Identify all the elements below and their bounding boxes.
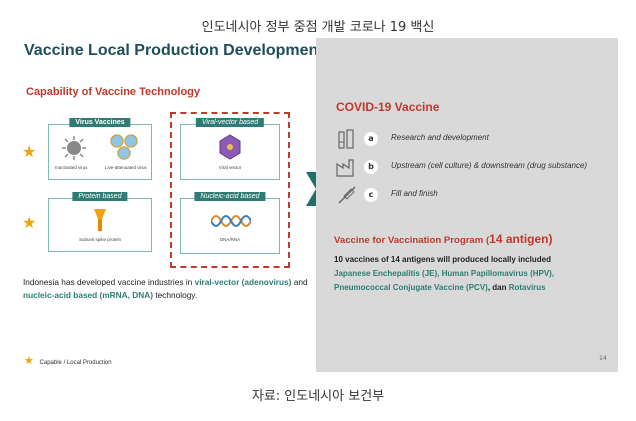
desc-highlight-viral: viral-vector (adenovirus) (194, 277, 292, 287)
step-text: Fill and finish (391, 189, 438, 198)
vvp-line1: 10 vaccines of 14 antigens will produced… (334, 255, 551, 264)
slide-right-panel: COVID-19 Vaccine a Research and developm… (316, 38, 618, 372)
star-icon: ★ (22, 213, 37, 232)
step-text: Research and development (391, 133, 489, 142)
step-letter: b (364, 160, 378, 174)
vaccination-program-body: 10 vaccines of 14 antigens will produced… (334, 253, 614, 295)
factory-icon (336, 159, 354, 177)
inactivated-virus-icon (62, 136, 86, 160)
viral-vector-box: Viral-vector based Viral vector (180, 118, 280, 180)
viral-vector-icon (219, 134, 241, 160)
step-text: Upstream (cell culture) & downstream (dr… (391, 161, 588, 170)
vvp-teal-line2: Pneumococcal Conjugate Vaccine (PCV) (334, 283, 488, 292)
virus-vaccines-label: Virus Vaccines (69, 118, 131, 127)
step-letter: c (364, 188, 378, 202)
caption-top: 인도네시아 정부 중점 개발 코로나 19 백신 (201, 20, 435, 35)
desc-part1: Indonesia has developed vaccine industri… (23, 277, 195, 287)
page-number: 14 (599, 355, 607, 362)
vvp-conjunction: , dan (487, 283, 509, 292)
viral-vector-sublabel: Viral vector (218, 165, 242, 170)
slide-left-panel: Vaccine Local Production Development Cap… (20, 38, 326, 372)
vvp-title-suffix: ) (548, 232, 553, 246)
caption-bottom: 자료: 인도네시아 보건부 (251, 389, 385, 404)
legend-text: Capable / Local Production (39, 360, 112, 366)
protein-based-label: Protein based (72, 192, 128, 201)
viral-vector-label: Viral-vector based (195, 118, 265, 127)
vvp-teal-rotavirus: Rotavirus (508, 283, 546, 292)
subunit-protein-label: Subunit spike protein (78, 237, 122, 242)
live-attenuated-virus-icon (110, 134, 138, 160)
desc-part2: and (291, 277, 308, 287)
nucleic-acid-label: Nucleic-acid based (194, 192, 266, 201)
live-attenuated-label: Live-attenuated virus (105, 165, 147, 170)
slide-image: Vaccine Local Production Development Cap… (20, 38, 618, 372)
syringe-icon (338, 186, 356, 204)
slide-title: Vaccine Local Production Development (24, 42, 324, 59)
covid-vaccine-title: COVID-19 Vaccine (336, 100, 440, 114)
capability-description: Indonesia has developed vaccine industri… (23, 276, 308, 302)
legend: ★ Capable / Local Production (24, 354, 112, 367)
star-icon: ★ (22, 142, 37, 161)
vvp-title-prefix: Vaccine for Vaccination Program ( (334, 235, 490, 246)
protein-based-box: Protein based Subunit spike protein (48, 192, 152, 252)
vvp-teal-line1: Japanese Enchepalitis (JE), Human Papill… (334, 269, 555, 278)
inactivated-virus-label: Inactivated virus (55, 165, 88, 170)
desc-part3: technology. (153, 290, 198, 300)
desc-highlight-nucleic: nucleic-acid based (mRNA, DNA) (23, 290, 154, 300)
virus-vaccines-box: Virus Vaccines Inactivated virus Live-at… (48, 118, 152, 180)
nucleic-acid-box: Nucleic-acid based DNA/RNA (180, 192, 280, 254)
dna-icon (211, 215, 251, 227)
step-letter: a (364, 132, 378, 146)
lab-flask-icon (338, 129, 354, 149)
local-production-highlight (170, 112, 290, 268)
dna-rna-label: DNA/RNA (219, 237, 241, 242)
legend-star-icon: ★ (24, 355, 34, 367)
vaccination-program-title: Vaccine for Vaccination Program (14 anti… (334, 232, 553, 246)
vvp-title-antigen: 14 antigen (489, 232, 549, 246)
capability-title: Capability of Vaccine Technology (26, 86, 201, 98)
spike-protein-icon (94, 209, 106, 231)
